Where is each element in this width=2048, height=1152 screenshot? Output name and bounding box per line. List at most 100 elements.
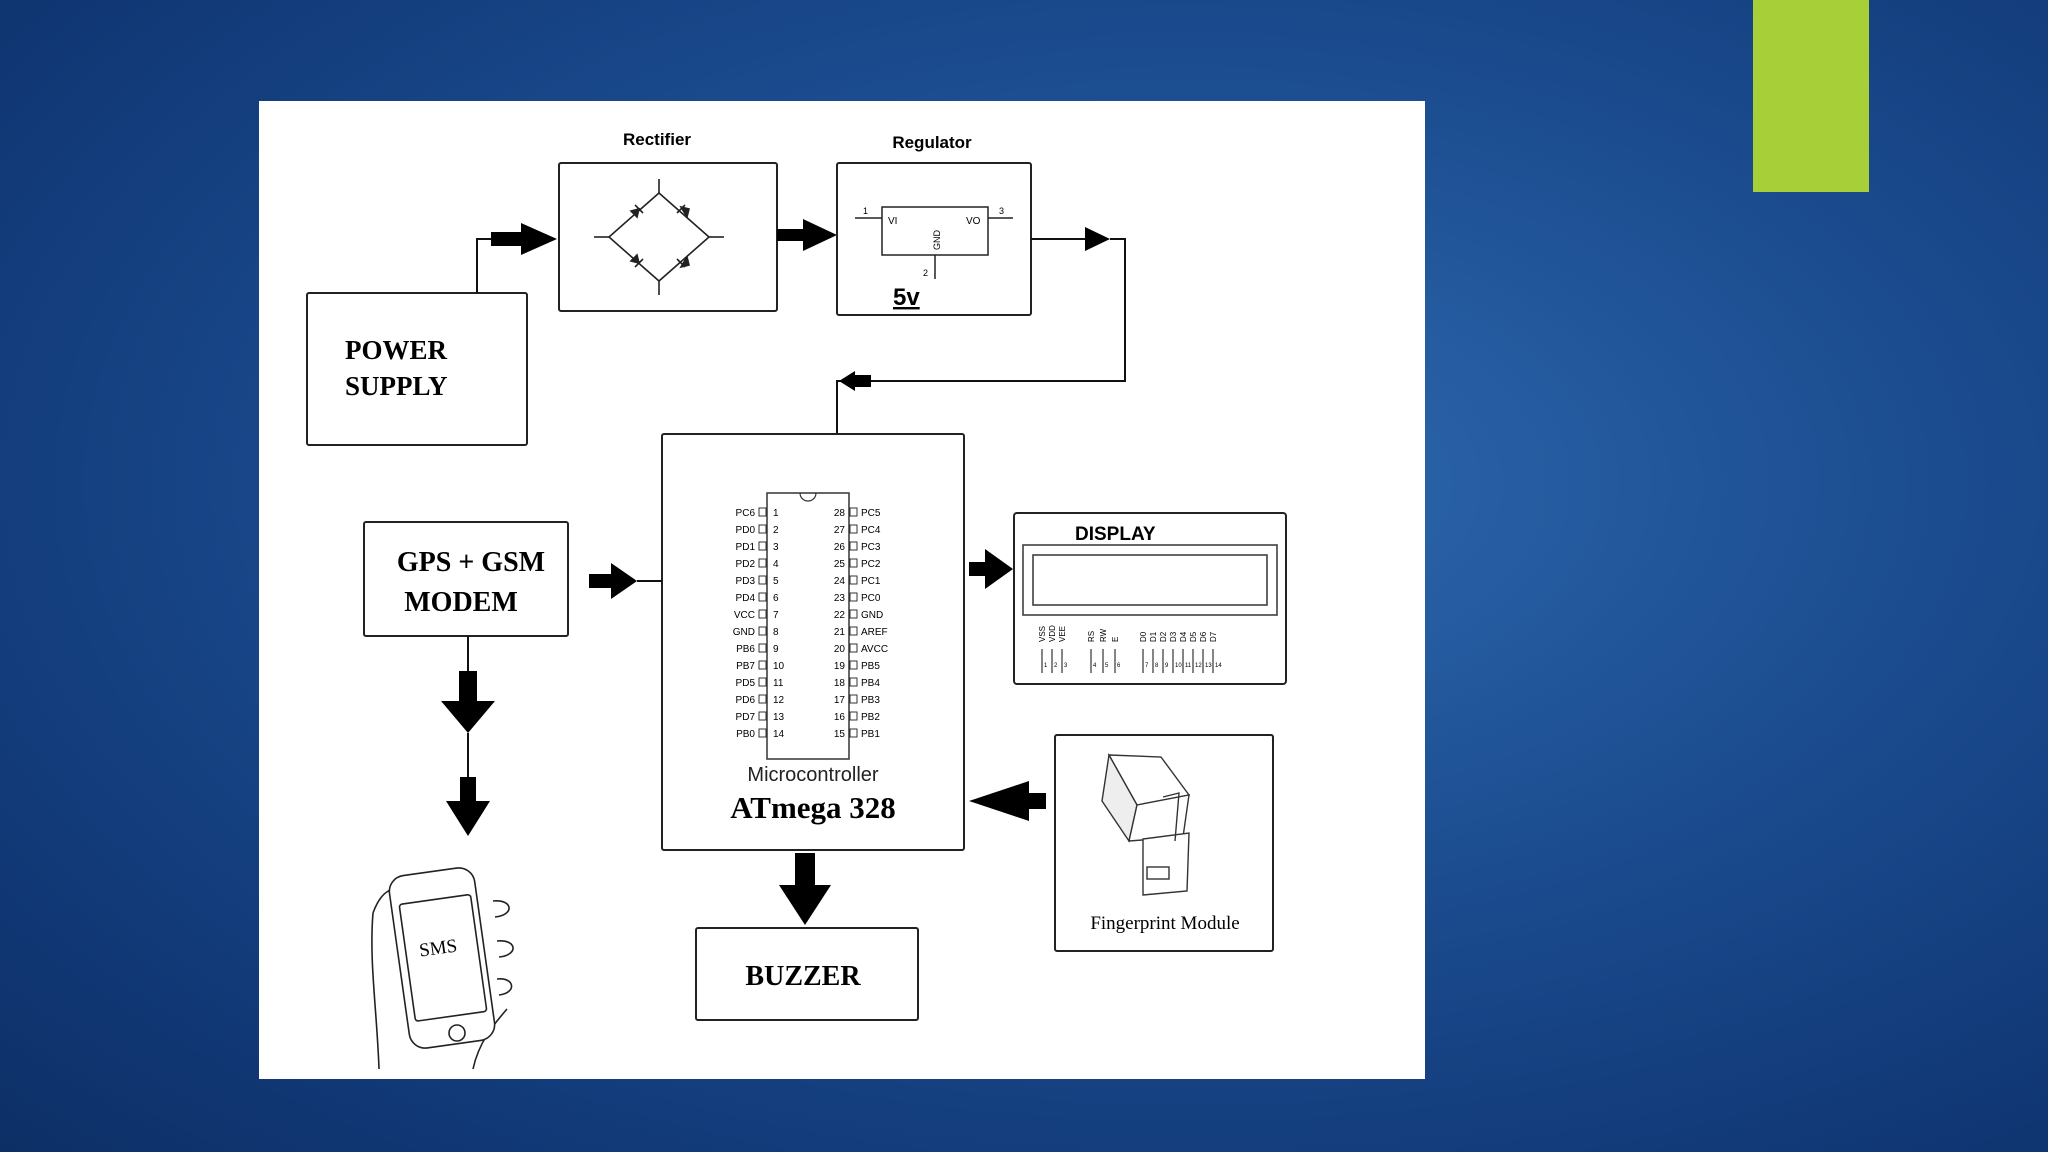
accent-bar [1753, 0, 1869, 192]
arrow-left-icon [969, 781, 1046, 821]
mcu-left-pin-number: 14 [773, 729, 785, 740]
power-supply-box [306, 292, 528, 446]
display-pin-label: D1 [1149, 631, 1158, 642]
mcu-right-pin [849, 524, 858, 534]
regulator-gnd-label: GND [932, 230, 942, 251]
mcu-left-pin-number: 5 [773, 576, 779, 587]
mcu-left-pin-number: 12 [773, 695, 785, 706]
arrow-right-icon [1085, 227, 1110, 251]
fingerprint-sensor-icon [1101, 752, 1191, 896]
mcu-right-pin-label: PB1 [861, 729, 880, 740]
mcu-left-pin-label: VCC [734, 610, 755, 621]
arrow-right-icon [777, 219, 837, 251]
arrow-right-icon [589, 563, 637, 599]
mcu-left-pin [758, 711, 767, 721]
display-pin-label: D2 [1159, 631, 1168, 642]
mcu-left-pin-number: 1 [773, 508, 779, 519]
mcu-left-pin-label: PB7 [736, 661, 755, 672]
mcu-left-pin [758, 643, 767, 653]
regulator-ic-icon [855, 206, 1013, 279]
mcu-left-pin [758, 677, 767, 687]
fingerprint-label: Fingerprint Module [1090, 913, 1239, 934]
display-title: DISPLAY [1075, 524, 1156, 545]
bridge-rectifier-icon [594, 179, 724, 295]
mcu-right-pin [849, 558, 858, 568]
display-pin-number: 2 [1054, 663, 1058, 669]
mcu-left-pin-label: PD4 [736, 593, 756, 604]
buzzer-box [695, 927, 919, 1021]
mcu-right-pin-label: PC1 [861, 576, 881, 587]
mcu-right-pin-number: 26 [834, 542, 846, 553]
display-pin-label: D7 [1209, 631, 1218, 642]
mcu-right-pin-label: PB5 [861, 661, 880, 672]
mcu-right-pin [849, 660, 858, 670]
mcu-left-pin-label: PB6 [736, 644, 755, 655]
mcu-left-pin [758, 541, 767, 551]
regulator-title: Regulator [892, 133, 972, 152]
mcu-left-pin [758, 558, 767, 568]
mcu-right-pin-label: PC3 [861, 542, 881, 553]
mcu-left-pin-number: 8 [773, 627, 779, 638]
mcu-left-pin [758, 626, 767, 636]
regulator-pin-3: 3 [999, 206, 1004, 216]
mcu-left-pin-number: 10 [773, 661, 785, 672]
mcu-right-pin-number: 22 [834, 610, 846, 621]
microcontroller-label: Microcontroller [747, 764, 878, 786]
mcu-right-pin-number: 16 [834, 712, 846, 723]
sms-label: SMS [418, 936, 459, 962]
mcu-right-pin-label: PC4 [861, 525, 881, 536]
display-pin-label: D3 [1169, 631, 1178, 642]
display-pin-number: 6 [1117, 663, 1121, 669]
arrow-down-icon [446, 777, 490, 836]
mcu-left-pin-label: PD0 [736, 525, 756, 536]
display-pin-label: E [1111, 637, 1120, 642]
buzzer-label: BUZZER [745, 961, 861, 992]
mcu-right-pin [849, 575, 858, 585]
regulator-pin-1: 1 [863, 206, 868, 216]
mcu-left-pin-label: PD2 [736, 559, 756, 570]
lcd-screen [1032, 554, 1268, 606]
display-pin-number: 4 [1093, 663, 1097, 669]
mcu-right-pin-number: 21 [834, 627, 846, 638]
mcu-left-pin-number: 3 [773, 542, 779, 553]
display-pin-label: VSS [1038, 626, 1047, 642]
mcu-right-pin [849, 728, 858, 738]
mcu-right-pin-number: 15 [834, 729, 846, 740]
display-pin-label: VDD [1048, 625, 1057, 642]
mcu-right-pin-label: AVCC [861, 644, 888, 655]
gps-gsm-line1: GPS + GSM [397, 547, 545, 578]
display-pin-number: 13 [1205, 663, 1212, 669]
block-diagram-image: Rectifier Regulator VI VO GND 1 3 2 5v P… [259, 101, 1425, 1079]
arrow-left-icon [839, 371, 871, 391]
mcu-right-pin [849, 643, 858, 653]
mcu-right-pin-number: 19 [834, 661, 846, 672]
mcu-right-pin-number: 24 [834, 576, 846, 587]
mcu-left-pin-number: 4 [773, 559, 779, 570]
display-pin-label: D4 [1179, 631, 1188, 642]
display-pin-number: 3 [1064, 663, 1068, 669]
regulator-pin-2: 2 [923, 268, 928, 278]
mcu-right-pin-label: AREF [861, 627, 888, 638]
regulator-vi-label: VI [888, 216, 897, 227]
mcu-right-pin-label: PC5 [861, 508, 881, 519]
rectifier-title: Rectifier [623, 130, 691, 149]
mcu-left-pin-number: 2 [773, 525, 779, 536]
mcu-left-pin-label: GND [733, 627, 755, 638]
mcu-right-pin-number: 18 [834, 678, 846, 689]
mcu-left-pin-label: PD3 [736, 576, 756, 587]
regulator-voltage: 5v [893, 284, 920, 311]
mcu-right-pin-label: PC0 [861, 593, 881, 604]
mcu-right-pin [849, 626, 858, 636]
mcu-left-pin [758, 728, 767, 738]
gps-gsm-line2: MODEM [404, 587, 518, 618]
display-pin-label: RS [1087, 631, 1096, 642]
mcu-right-pin [849, 592, 858, 602]
mcu-left-pin-number: 7 [773, 610, 779, 621]
mcu-right-pin [849, 541, 858, 551]
display-pin-label: VEE [1058, 626, 1067, 642]
arrow-down-icon [441, 671, 495, 733]
mcu-left-pin-number: 9 [773, 644, 779, 655]
display-pin-number: 1 [1044, 663, 1048, 669]
mcu-left-pin [758, 592, 767, 602]
mcu-left-pin [758, 660, 767, 670]
